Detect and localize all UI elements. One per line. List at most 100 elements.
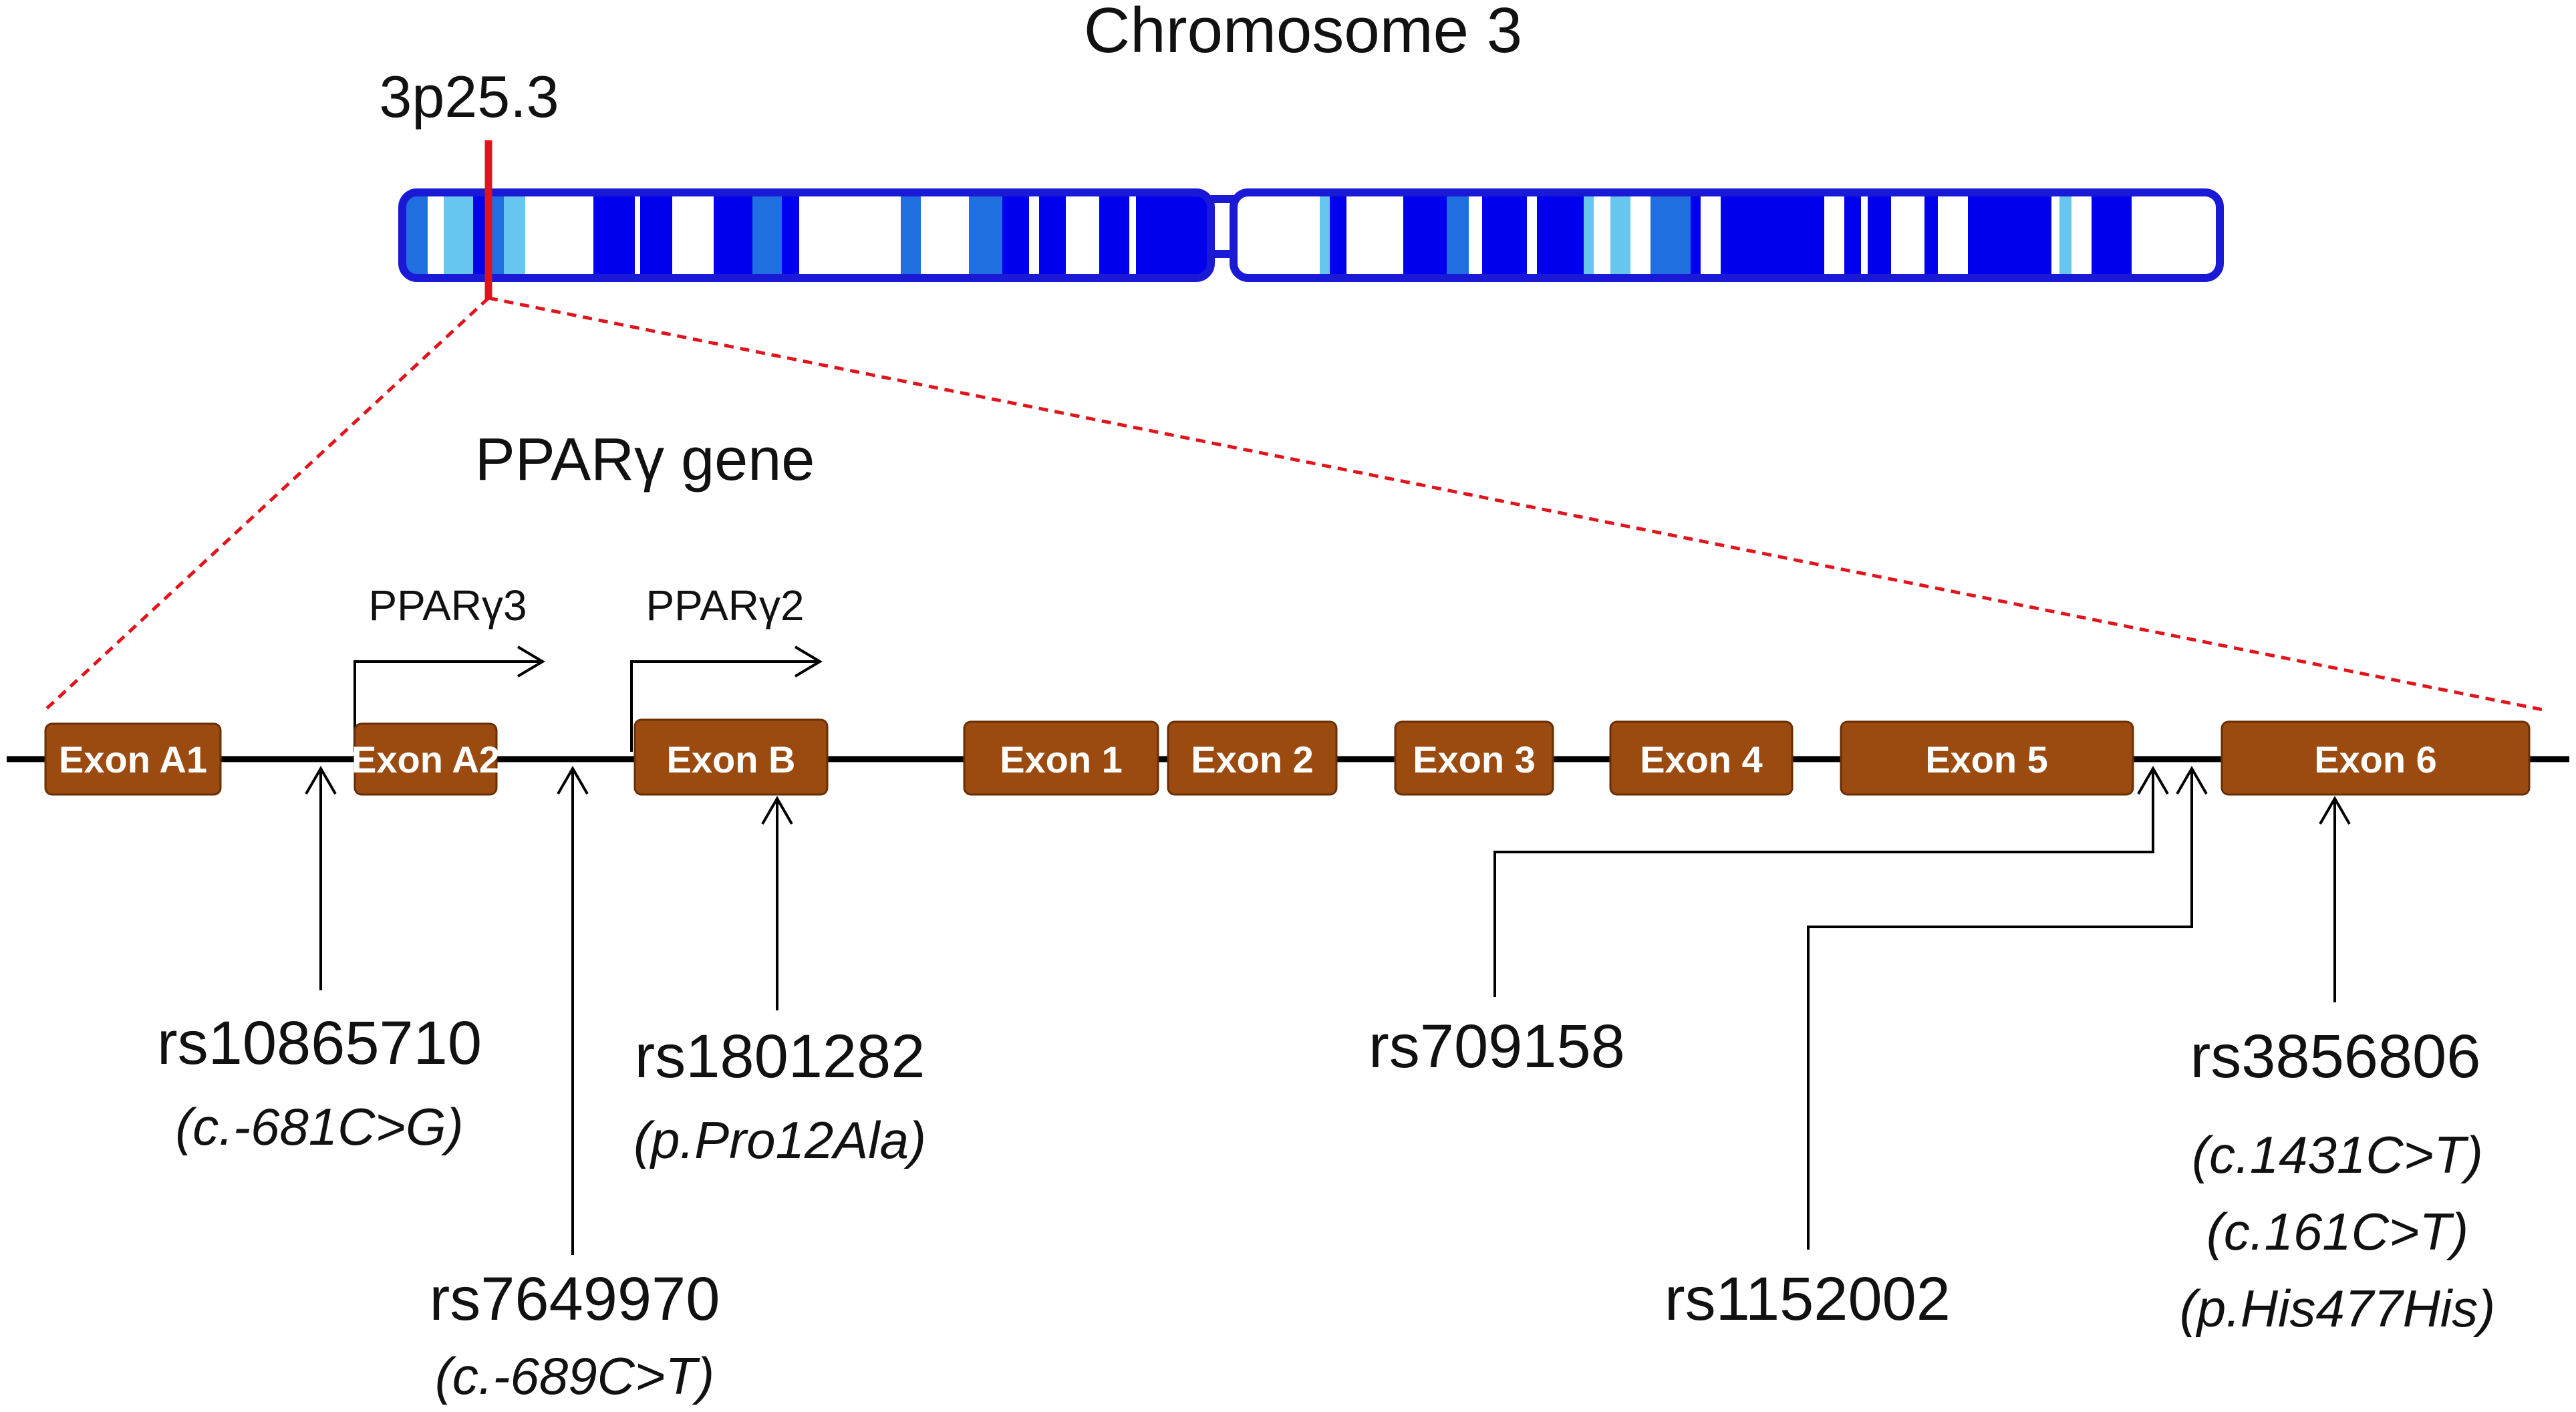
exon-label: Exon 4 (1640, 738, 1763, 781)
chromosome-band (1691, 195, 1701, 275)
snp-rs1152002: rs1152002 (1665, 1265, 1951, 1333)
chromosome-band (1938, 195, 1968, 275)
chromosome-band (1610, 195, 1630, 275)
snp-pointer-rs1801282 (761, 796, 793, 1010)
chromosome-band (489, 195, 504, 275)
arrowhead-icon (2137, 766, 2169, 795)
chromosome-band (1129, 195, 1136, 275)
chromosome-band (1891, 195, 1924, 275)
snp-pointer-rs7649970 (557, 766, 589, 1255)
chromosome-band (672, 195, 714, 275)
chromosome-band (1330, 195, 1346, 275)
chromosome-band (1066, 195, 1099, 275)
snp-pointer-rs10865710 (305, 766, 337, 990)
arrowhead-icon (794, 646, 823, 678)
chromosome-band (1630, 195, 1651, 275)
snp-id: rs7649970 (430, 1265, 720, 1333)
snp-note: (p.His477His) (2180, 1279, 2495, 1338)
exon-1: Exon 1 (963, 720, 1159, 796)
snp-labels: rs10865710 (c.-681C>G) rs7649970 (c.-689… (157, 1009, 2495, 1405)
chromosome-ideogram (398, 188, 2224, 282)
exon-label: Exon 3 (1413, 738, 1536, 781)
snp-id: rs10865710 (157, 1009, 482, 1077)
chromosome-band (2071, 195, 2092, 275)
p-arm (406, 195, 1208, 275)
zoom-line-left (44, 297, 490, 711)
promoter-label: PPARγ2 (646, 581, 804, 629)
chromosome-band (2092, 195, 2132, 275)
exon-a1: Exon A1 (44, 722, 222, 796)
snp-rs7649970: rs7649970 (c.-689C>T) (430, 1265, 720, 1405)
snp-id: rs1152002 (1665, 1265, 1951, 1333)
chromosome-band (2051, 195, 2059, 275)
chromosome-band (1547, 195, 1584, 275)
chromosome-title: Chromosome 3 (1084, 0, 1522, 66)
p-arm-outline (398, 188, 1215, 282)
exon-a2: Exon A2 (351, 722, 500, 796)
chromosome-band (1701, 195, 1721, 275)
chromosome-band (1721, 195, 1764, 275)
snp-note: (c.1431C>T) (2192, 1125, 2483, 1184)
locus-label: 3p25.3 (379, 63, 559, 130)
exon-label: Exon A1 (59, 738, 207, 781)
chromosome-band (1764, 195, 1824, 275)
snp-pointer-rs3856806 (2319, 796, 2351, 1002)
chromosome-band (593, 195, 635, 275)
chromosome-band (1320, 195, 1330, 275)
arrowhead-icon (2176, 766, 2208, 795)
chromosome-band (1039, 195, 1066, 275)
snp-note: (p.Pro12Ala) (633, 1111, 926, 1169)
chromosome-band (1651, 195, 1691, 275)
chromosome-band (2059, 195, 2071, 275)
exon-box (1840, 720, 2134, 796)
chromosome-band (1924, 195, 1938, 275)
exon-label: Exon B (667, 738, 796, 781)
promoter-arrow (630, 660, 819, 752)
chromosome-band (1136, 195, 1208, 275)
chromosome-band (1447, 195, 1469, 275)
arrowhead-icon (305, 766, 337, 795)
exon-box (633, 718, 829, 796)
chromosome-band (525, 195, 593, 275)
snp-id: rs709158 (1369, 1012, 1625, 1081)
arrowhead-icon (761, 796, 793, 825)
exon-box (1167, 720, 1338, 796)
snp-rs3856806: rs3856806 (c.1431C>T) (c.161C>T) (p.His4… (2180, 1022, 2495, 1338)
chromosome-band (444, 195, 473, 275)
exon-2: Exon 2 (1167, 720, 1338, 796)
chromosome-band (752, 195, 782, 275)
exon-4: Exon 4 (1609, 720, 1794, 796)
q-arm-outline (1230, 188, 2224, 282)
chromosome-band (1002, 195, 1029, 275)
exon-b: Exon B (633, 718, 829, 796)
chromosome-band (782, 195, 799, 275)
snp-note: (c.161C>T) (2206, 1202, 2468, 1261)
chromosome-band (1236, 195, 1320, 275)
exon-3: Exon 3 (1394, 720, 1554, 796)
snp-note: (c.-681C>G) (175, 1097, 463, 1156)
chromosome-band (428, 195, 444, 275)
chromosome-band (504, 195, 525, 275)
chromosome-band (901, 195, 921, 275)
chromosome-band (635, 195, 640, 275)
snp-id: rs3856806 (2190, 1022, 2481, 1091)
chromosome-band (2132, 195, 2216, 275)
gene-label: PPARγ gene (475, 426, 815, 493)
snp-rs10865710: rs10865710 (c.-681C>G) (157, 1009, 482, 1156)
exon-label: Exon A2 (351, 738, 500, 781)
promoter-ppar-gamma-2: PPARγ2 (630, 581, 823, 752)
chromosome-band (1469, 195, 1482, 275)
chromosome-band (1594, 195, 1610, 275)
chromosome-band (1844, 195, 1861, 275)
chromosome-band (1861, 195, 1868, 275)
exons: Exon A1 Exon A2 Exon B Exon 1 Exon 2 Exo… (44, 718, 2531, 796)
exon-box (1609, 720, 1794, 796)
chromosome-band (1403, 195, 1447, 275)
chromosome-band (1584, 195, 1594, 275)
zoom-line-right (488, 296, 2543, 712)
chromosome-band (406, 195, 428, 275)
chromosome-band (1099, 195, 1129, 275)
exon-label: Exon 5 (1925, 738, 2048, 781)
arrowhead-icon (517, 646, 545, 678)
